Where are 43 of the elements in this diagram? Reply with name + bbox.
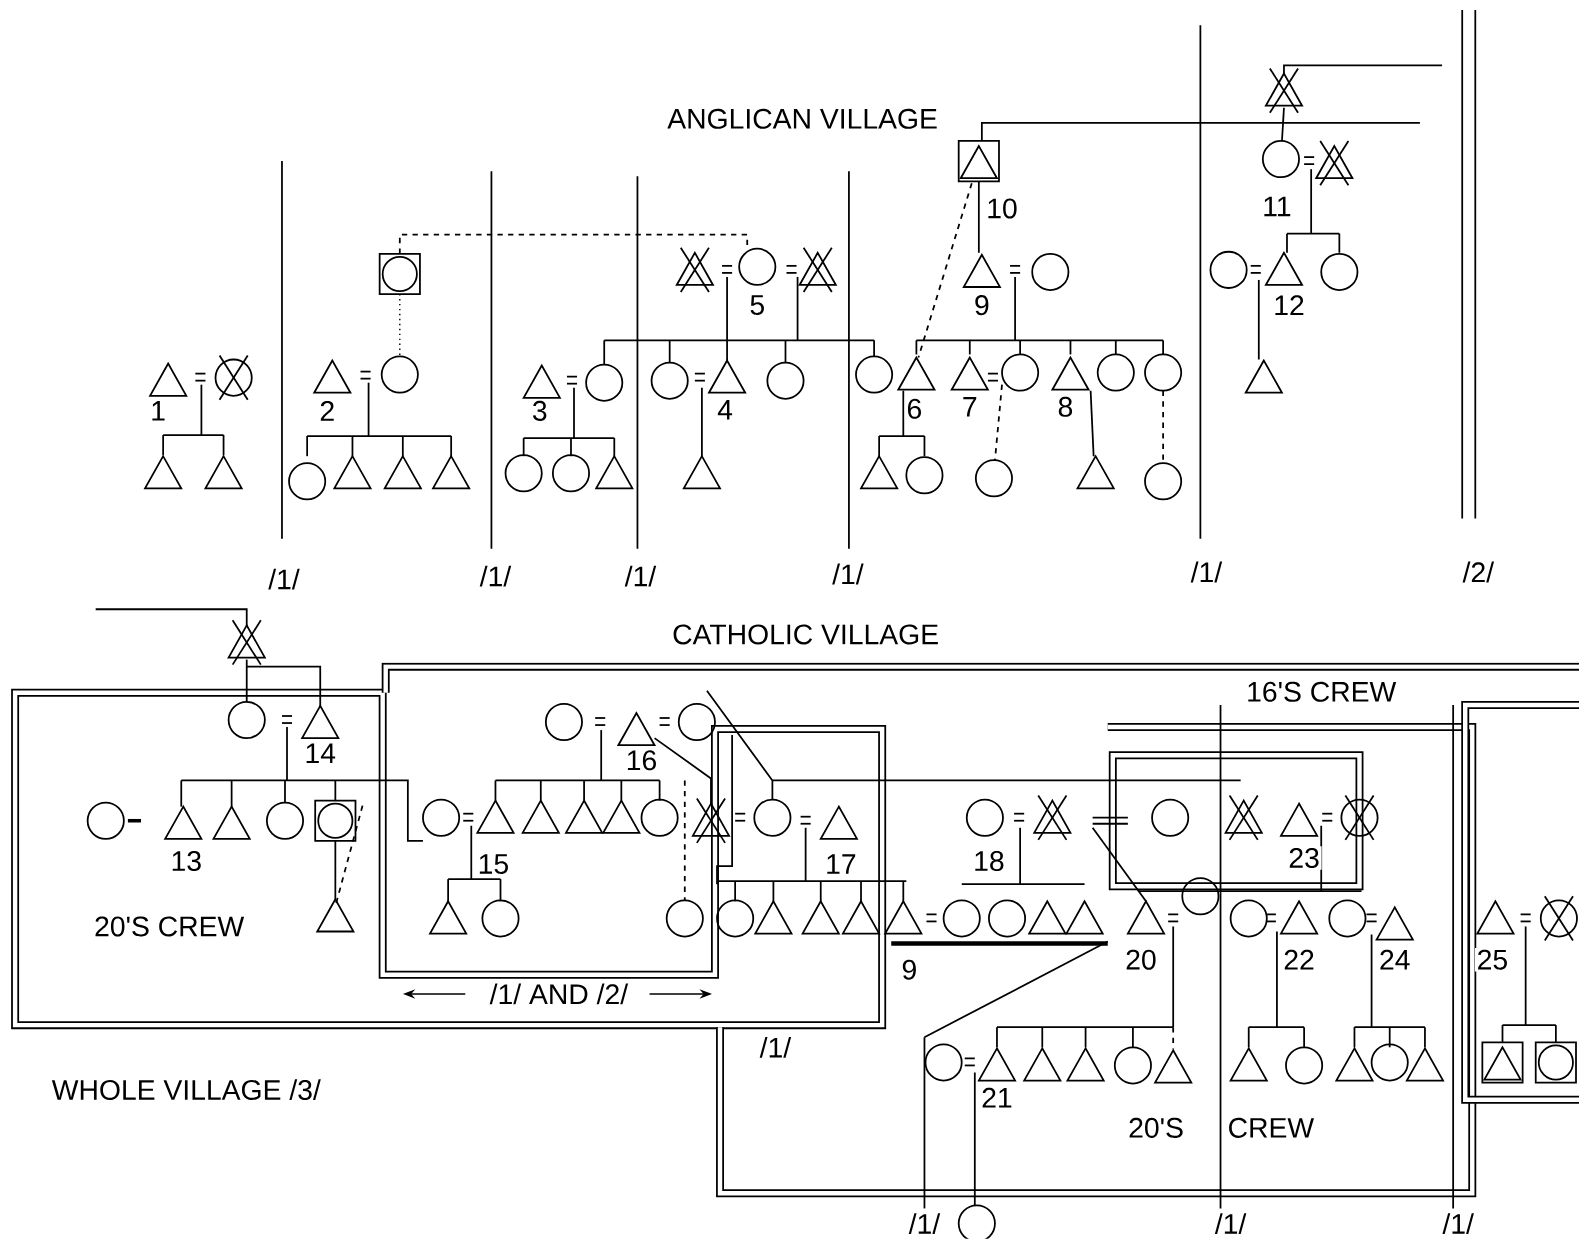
- label: 9: [972, 293, 992, 318]
- label: 17: [823, 852, 859, 876]
- label: 3: [530, 399, 550, 423]
- label: 12: [1271, 293, 1307, 317]
- label: /2/: [1460, 560, 1496, 585]
- label: CATHOLIC VILLAGE: [670, 622, 941, 647]
- label: 15: [475, 852, 511, 876]
- label: /1/: [477, 564, 513, 589]
- label: 16'S CREW: [1244, 680, 1399, 704]
- label: 13: [168, 849, 204, 873]
- label: /1/: [757, 1035, 793, 1060]
- label: 10: [984, 196, 1020, 221]
- label: 20'S: [1126, 1116, 1186, 1140]
- label: 14: [302, 741, 338, 765]
- label: 25: [1474, 948, 1510, 972]
- label: CREW: [1225, 1116, 1316, 1140]
- label: WHOLE VILLAGE /3/: [50, 1077, 323, 1102]
- label: 11: [1260, 195, 1294, 219]
- label: /1/: [622, 564, 658, 589]
- label: 7: [960, 395, 980, 419]
- label: 5: [747, 293, 767, 317]
- label: 6: [904, 397, 925, 421]
- label: 18: [971, 849, 1007, 873]
- label: 21: [979, 1086, 1015, 1110]
- label: 2: [317, 399, 337, 423]
- label: /1/: [830, 562, 866, 587]
- label: 16: [623, 748, 659, 773]
- label: ANGLICAN VILLAGE: [665, 107, 940, 131]
- label: 1: [148, 399, 168, 423]
- label: /1/: [906, 1211, 942, 1236]
- label: 20: [1123, 948, 1159, 972]
- label: 20'S CREW: [92, 914, 247, 939]
- label: /1/: [266, 567, 302, 592]
- label: 4: [715, 398, 735, 422]
- label: /1/: [1188, 560, 1224, 585]
- label: /1/ AND /2/: [487, 981, 630, 1007]
- label: 24: [1377, 948, 1413, 972]
- label: /1/: [1440, 1211, 1476, 1236]
- label: 23: [1286, 846, 1322, 870]
- label: 9: [899, 958, 919, 982]
- label: /1/: [1213, 1211, 1249, 1236]
- label: 8: [1055, 395, 1076, 419]
- label: 22: [1281, 948, 1317, 972]
